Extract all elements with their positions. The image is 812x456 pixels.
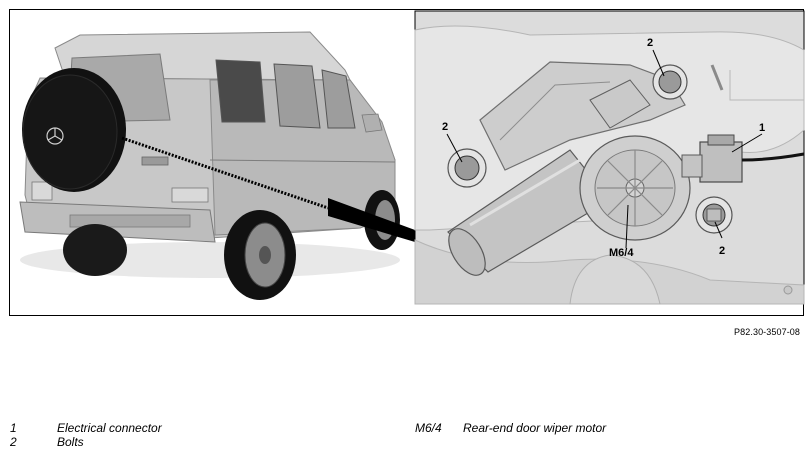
- detail-inset: 2 2 2 1 M6/4: [414, 10, 805, 305]
- motor-cylinder: [447, 149, 611, 276]
- legend-item: 2 Bolts: [10, 435, 162, 449]
- bolt-left: [447, 148, 487, 188]
- callout-connector: 1: [759, 122, 765, 134]
- legend-item-number: M6/4: [415, 421, 442, 435]
- figure-frame: 2 2 2 1 M6/4: [9, 9, 805, 316]
- legend-item: M6/4 Rear-end door wiper motor: [415, 421, 606, 435]
- bolt-right: [695, 196, 733, 234]
- callout-bolt-left: 2: [442, 121, 448, 133]
- figure-illustration: 2 2 2 1 M6/4: [19, 10, 805, 305]
- bolt-top: [652, 64, 688, 100]
- callout-bolt-right: 2: [719, 245, 725, 257]
- legend-item-text: Rear-end door wiper motor: [463, 421, 607, 435]
- figure-reference-number: P82.30-3507-08: [734, 327, 800, 337]
- legend-item-text: Electrical connector: [57, 421, 162, 435]
- legend-item-number: 1: [10, 421, 17, 435]
- legend-item: 1 Electrical connector: [10, 421, 162, 435]
- legend-left: 1 Electrical connector 2 Bolts: [10, 421, 162, 449]
- gearbox-cover: [579, 135, 691, 241]
- legend-item-text: Bolts: [57, 435, 84, 449]
- vehicle-illustration: [19, 31, 400, 300]
- legend-item-number: 2: [10, 435, 17, 449]
- callout-bolt-top: 2: [647, 37, 653, 49]
- electrical-connector: [681, 134, 805, 183]
- brand-star-logo: [46, 127, 64, 145]
- callout-motor: M6/4: [609, 247, 634, 259]
- legend-right: M6/4 Rear-end door wiper motor: [415, 421, 606, 435]
- detail-leader-line: [121, 136, 415, 242]
